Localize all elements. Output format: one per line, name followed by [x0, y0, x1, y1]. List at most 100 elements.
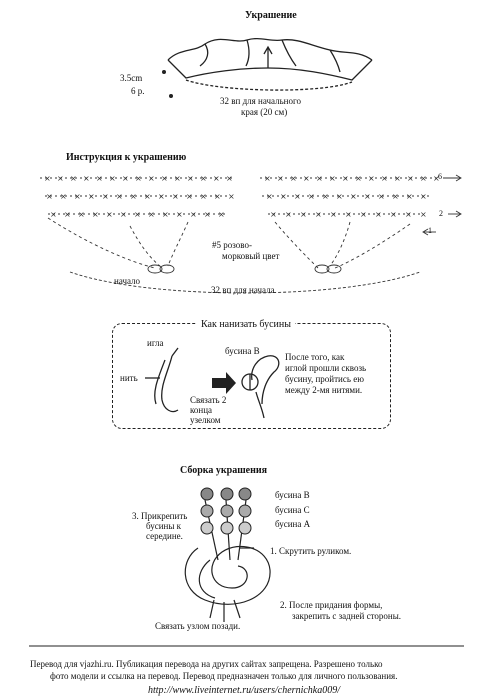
instructions-title: Инструкция к украшению	[66, 152, 187, 163]
stitch-mark: ×	[368, 174, 375, 183]
stitch-mark: ×	[134, 210, 141, 219]
stitch-mark: ×	[60, 192, 67, 201]
stitch-mark: ×	[407, 174, 414, 183]
stitch-mark: ×	[213, 174, 220, 183]
stitch-mark: ×	[162, 210, 169, 219]
bead-box-title: Как нанизать бусины	[197, 319, 295, 330]
stitch-mark: ×	[190, 210, 197, 219]
base-label-1: 32 вп для начального	[220, 96, 301, 106]
step3-line2: бусины к	[146, 521, 182, 531]
stitch-mark: ×	[329, 174, 336, 183]
stitch-mark: ×	[330, 210, 337, 219]
stitch-mark: ×	[174, 174, 181, 183]
stitch-mark: ×	[186, 192, 193, 201]
assembly-drawing	[184, 499, 271, 622]
stitch-mark: ×	[345, 210, 352, 219]
step3-line3: середине.	[146, 531, 183, 541]
stitch-mark: ×	[350, 192, 357, 201]
stitch-mark: ×	[172, 192, 179, 201]
stitch-mark: ×	[315, 210, 322, 219]
stitch-mark: ×	[375, 210, 382, 219]
row-number-1: 1	[428, 226, 432, 235]
stitch-mark: ×	[266, 192, 273, 201]
stitch-mark: ×	[83, 174, 90, 183]
stitch-mark: ×	[303, 174, 310, 183]
stitch-mark: ×	[300, 210, 307, 219]
stitch-symbols: ××××××××××××××××××××××××××××××××××××××××…	[44, 174, 440, 219]
stitch-mark: ×	[390, 210, 397, 219]
color-note-1: #5 розово-	[212, 240, 252, 250]
stitch-mark: ×	[120, 210, 127, 219]
stitch-mark: ×	[158, 192, 165, 201]
ornament-title: Украшение	[245, 10, 297, 21]
stitch-mark: ×	[394, 174, 401, 183]
ruffle-ornament-drawing	[167, 37, 373, 91]
height-label: 3.5cm	[120, 73, 143, 83]
stitch-mark: ×	[116, 192, 123, 201]
stitch-mark: ×	[88, 192, 95, 201]
arrow-right-icon	[212, 372, 236, 394]
stitch-mark: ×	[226, 174, 233, 183]
step3-line1: 3. Прикрепить	[132, 511, 188, 521]
stitch-mark: ×	[420, 192, 427, 201]
watermark-link[interactable]: http://www.liveinternet.ru/users/chernic…	[148, 685, 341, 696]
stitch-mark: ×	[420, 210, 427, 219]
color-note-2: морковый цвет	[222, 251, 280, 261]
bead-b-label: бусина В	[225, 346, 260, 356]
bead-note-2: иглой прошли сквозь	[285, 363, 367, 373]
row-number-2: 2	[439, 209, 443, 218]
needle-label: игла	[147, 338, 164, 348]
stitch-mark: ×	[433, 174, 440, 183]
stitch-mark: ×	[406, 192, 413, 201]
stitch-mark: ×	[316, 174, 323, 183]
stitch-mark: ×	[277, 174, 284, 183]
footer-line-2: фото модели и ссылка на перевод. Перевод…	[50, 671, 398, 681]
stitch-mark: ×	[200, 174, 207, 183]
stitch-mark: ×	[285, 210, 292, 219]
start-label: начало	[114, 276, 141, 286]
stitch-mark: ×	[342, 174, 349, 183]
assembly-title: Сборка украшения	[180, 465, 268, 476]
stitch-mark: ×	[96, 174, 103, 183]
stitch-mark: ×	[322, 192, 329, 201]
bead-c-name: бусина С	[275, 505, 310, 515]
bead-note-1: После того, как	[285, 352, 345, 362]
stitch-mark: ×	[200, 192, 207, 201]
stitch-mark: ×	[106, 210, 113, 219]
stitch-mark: ×	[176, 210, 183, 219]
stitch-mark: ×	[161, 174, 168, 183]
stitch-mark: ×	[46, 192, 53, 201]
stitch-mark: ×	[144, 192, 151, 201]
base-label-2: края (20 см)	[241, 107, 288, 117]
step2-line1: 2. После придания формы,	[280, 600, 383, 610]
step2-line2: закрепить с задней стороны.	[292, 611, 402, 621]
stitch-mark: ×	[336, 192, 343, 201]
stitch-mark: ×	[381, 174, 388, 183]
bead-stack	[200, 487, 252, 535]
stitch-mark: ×	[218, 210, 225, 219]
bead-a-name: бусина А	[275, 519, 311, 529]
stitch-mark: ×	[294, 192, 301, 201]
crochet-chart	[40, 174, 462, 294]
stitch-mark: ×	[392, 192, 399, 201]
stitch-mark: ×	[64, 210, 71, 219]
stitch-mark: ×	[280, 192, 287, 201]
stitch-mark: ×	[405, 210, 412, 219]
knot-label: Связать узлом позади.	[155, 621, 241, 631]
stitch-mark: ×	[44, 174, 51, 183]
thread-label: нить	[120, 373, 138, 383]
stitch-mark: ×	[109, 174, 116, 183]
stitch-mark: ×	[308, 192, 315, 201]
stitch-mark: ×	[264, 174, 271, 183]
stitch-mark: ×	[290, 174, 297, 183]
stitch-mark: ×	[130, 192, 137, 201]
stitch-mark: ×	[102, 192, 109, 201]
bead-note-3: бусину, пройтись ею	[285, 374, 364, 384]
bead-note-4: между 2-мя нитями.	[285, 385, 363, 395]
stitch-mark: ×	[355, 174, 362, 183]
footer-line-1: Перевод для vjazhi.ru. Публикация перево…	[30, 659, 383, 669]
tie-label-1: Связать 2	[190, 395, 227, 405]
stitch-mark: ×	[148, 174, 155, 183]
tie-label-2: конца	[190, 405, 213, 415]
stitch-mark: ×	[187, 174, 194, 183]
